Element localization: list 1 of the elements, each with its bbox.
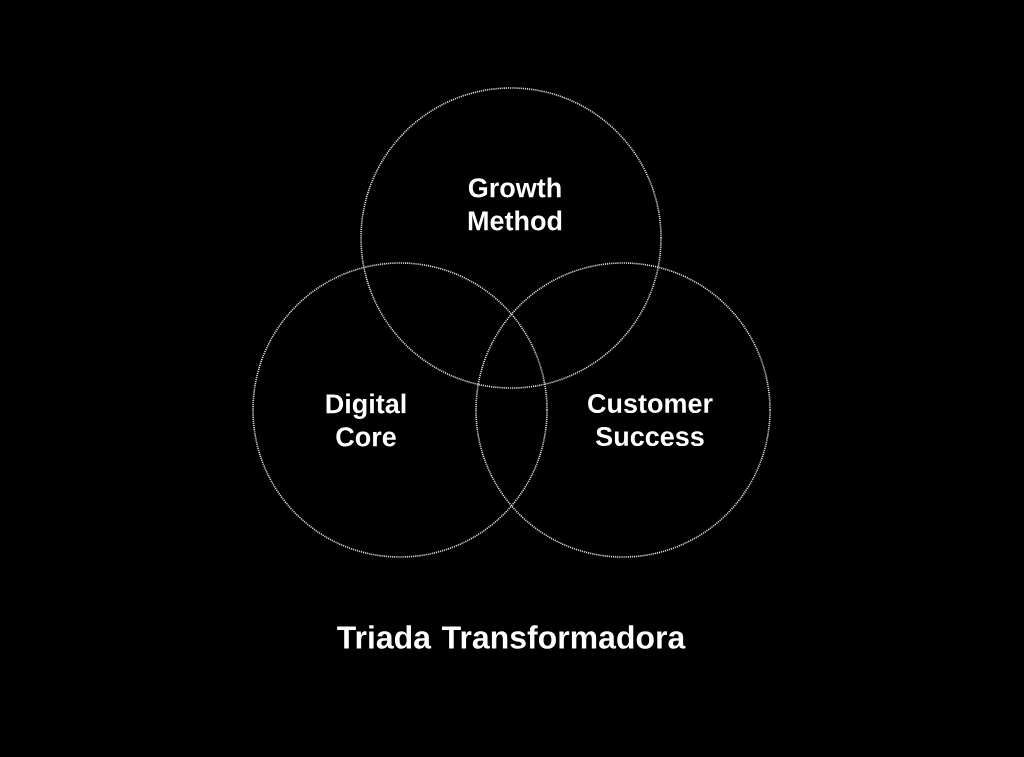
- caption: Triada Transformadora: [337, 625, 686, 649]
